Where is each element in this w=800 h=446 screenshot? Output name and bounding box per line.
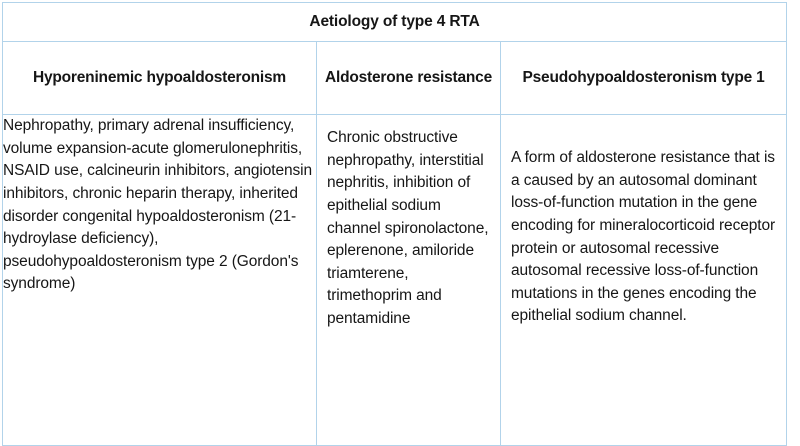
column-header-pseudohypoaldosteronism-type-1: Pseudohypoaldosteronism type 1 [499,41,788,115]
table-title-row: Aetiology of type 4 RTA [1,2,788,42]
table-body-row: Nephropathy, primary adrenal insufficien… [2,114,788,446]
table-header-row: Hyporeninemic hypoaldosteronism Aldoster… [2,41,788,115]
cell-pseudohypoaldosteronism-type-1-body: A form of aldosterone resistance that is… [499,114,788,446]
aetiology-table: Aetiology of type 4 RTA Hyporeninemic hy… [1,2,788,446]
cell-aldosterone-resistance-body: Chronic obstructive nephropathy, interst… [316,114,501,446]
column-header-hyporeninemic-hypoaldosteronism: Hyporeninemic hypoaldosteronism [2,41,317,115]
table-title: Aetiology of type 4 RTA [1,2,788,42]
cell-hyporeninemic-hypoaldosteronism-body: Nephropathy, primary adrenal insufficien… [2,114,317,446]
table-sheet: Aetiology of type 4 RTA Hyporeninemic hy… [1,2,788,446]
column-header-aldosterone-resistance: Aldosterone resistance [316,41,501,115]
